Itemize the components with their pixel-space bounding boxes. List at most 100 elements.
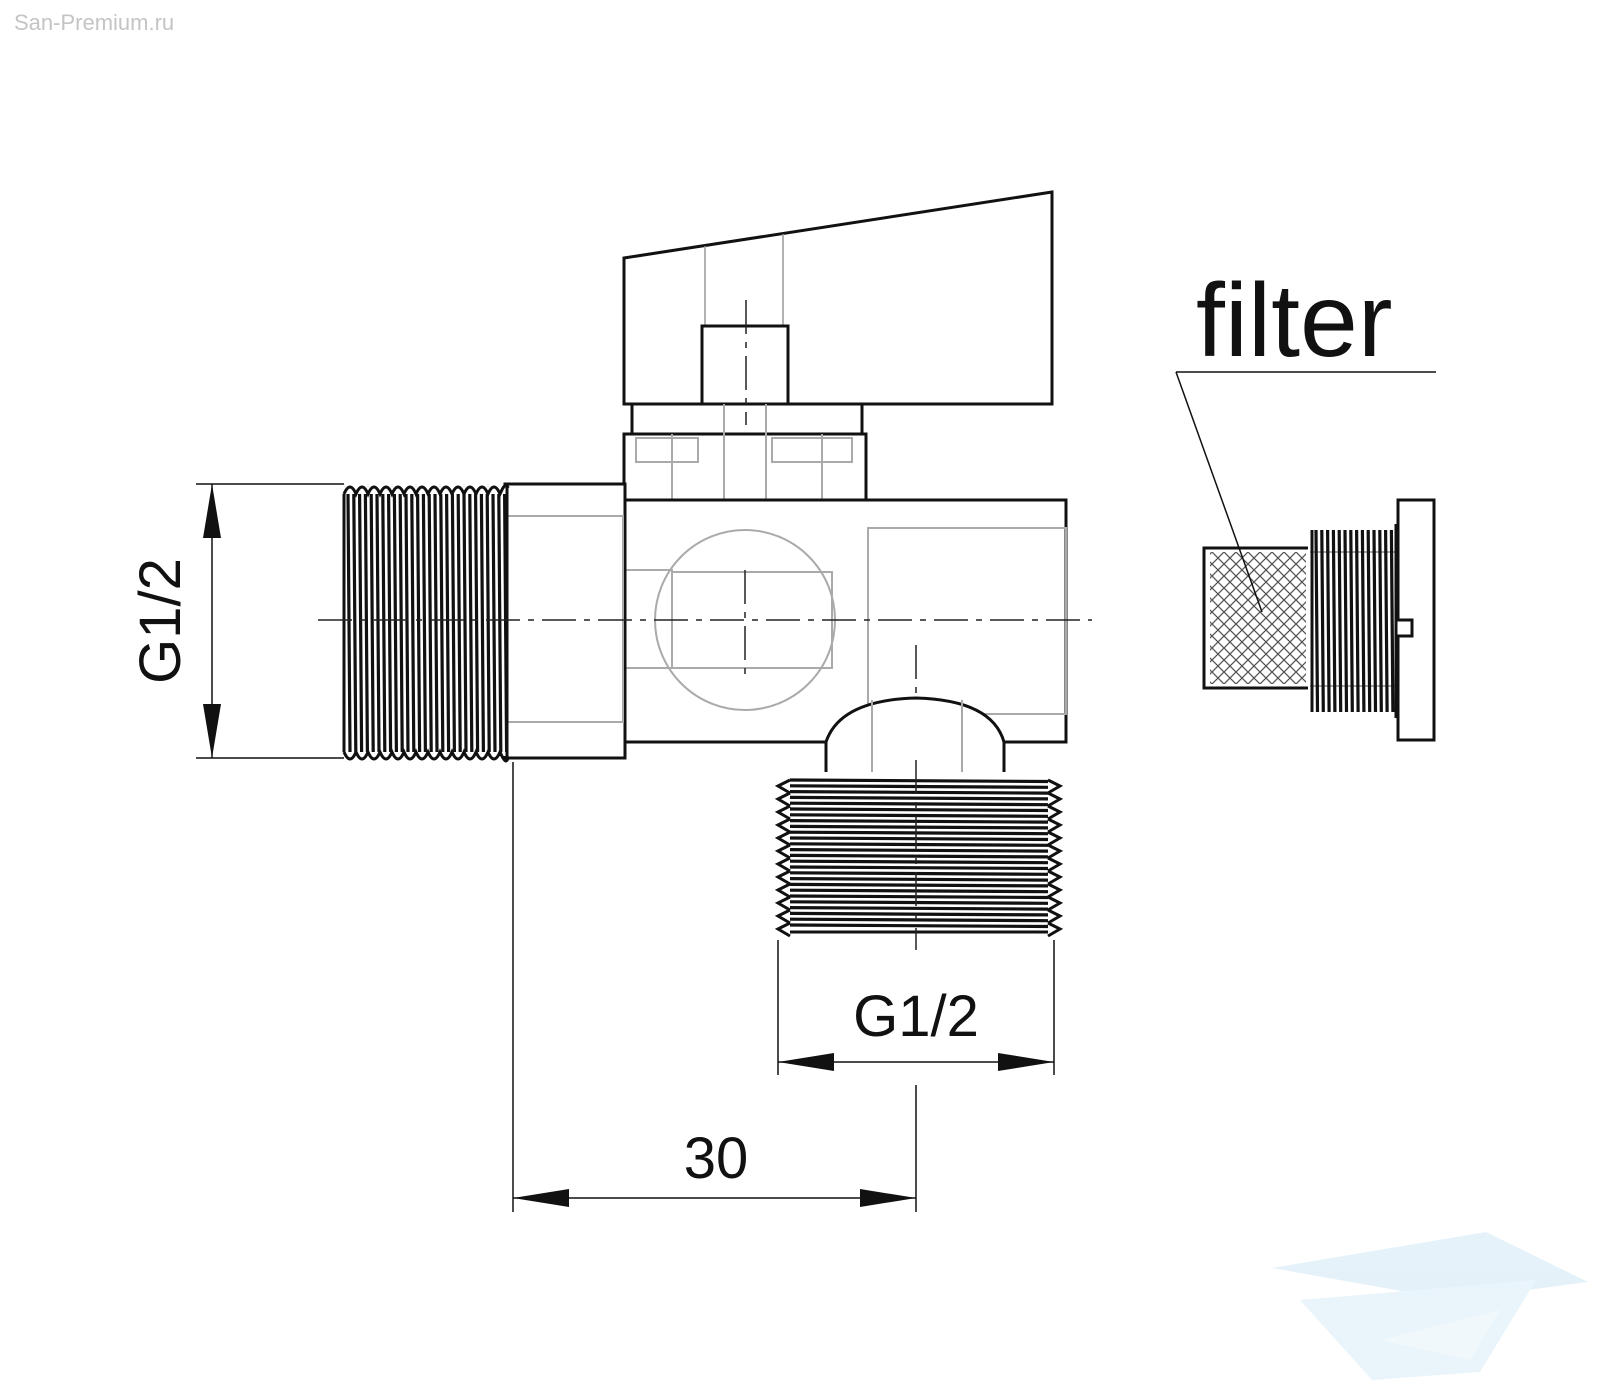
thread-line [789,900,1049,905]
thread-line [789,824,1049,830]
thread-line [1326,529,1331,713]
thread-line [789,917,1049,923]
thread-line [450,493,456,753]
thread-line [1355,529,1360,713]
thread-line [1349,529,1354,713]
thread-crest [774,856,791,873]
thread-line [789,894,1049,900]
thread-line [789,877,1049,882]
valve-handle [622,190,1054,540]
watermark-text: San-Premium.ru [14,10,175,35]
thread-line [1343,529,1349,713]
thread-line [789,859,1049,865]
thread-crest [1047,882,1064,899]
thread-line [789,853,1049,859]
thread-line [1331,529,1337,713]
thread-line [346,493,352,753]
thread-crest [774,921,791,938]
thread-line [789,807,1049,813]
thread-line [1360,529,1366,713]
thread-line [789,813,1049,818]
thread-line [352,493,358,753]
thread-line [375,493,381,753]
thread-line [789,784,1049,789]
thread-crest [1047,921,1064,938]
filter-callout: filter [1175,263,1436,613]
thread-line [491,493,497,753]
thread-crest [1047,908,1064,925]
inlet-connection [342,482,627,763]
thread-line [439,493,445,753]
thread-line [468,493,474,753]
thread-line [1372,529,1378,713]
thread-line [789,865,1049,871]
thread-crest [774,791,791,808]
thread-line [387,493,393,753]
thread-line [789,848,1049,853]
thread-line [358,493,364,753]
thread-crest [774,908,791,925]
thread-line [1384,529,1389,713]
thread-line [789,888,1049,894]
thread-crest [774,804,791,821]
thread-line [789,906,1049,911]
bathtub-logo-icon [1272,1232,1588,1380]
thread-crest [1047,856,1064,873]
thread-line [479,493,485,753]
thread-line [474,493,480,753]
thread-line [1366,529,1372,713]
thread-line [789,923,1049,929]
outlet-connection [774,645,1064,938]
thread-crest [774,817,791,834]
thread-line [789,795,1049,801]
thread-line [1378,529,1383,713]
dimension-offset: 30 [512,762,917,1212]
thread-line [497,493,503,753]
filter-insert [1202,498,1436,742]
thread-crest [774,778,791,795]
thread-line [1320,529,1325,713]
thread-crest [774,882,791,899]
thread-line [369,493,375,753]
valve-body [622,498,1068,744]
thread-line [456,493,462,753]
dimension-outlet-thread: G1/2 [777,940,1055,1075]
inlet-thread-label: G1/2 [128,558,193,684]
thread-line [789,830,1049,836]
thread-line [381,493,387,753]
thread-line [485,493,491,753]
thread-line [410,493,416,753]
thread-line [789,836,1049,842]
thread-line [789,871,1049,876]
thread-crest [1047,869,1064,886]
dimension-inlet-thread: G1/2 [128,483,344,759]
thread-line [1389,529,1395,713]
thread-line [789,819,1049,824]
thread-crest [774,895,791,912]
thread-line [445,493,451,753]
thread-line [789,882,1049,888]
thread-line [462,493,468,753]
thread-line [363,493,369,753]
offset-label: 30 [684,1126,749,1191]
thread-line [392,493,398,753]
filter-label: filter [1196,263,1392,379]
thread-line [789,778,1049,784]
thread-line [398,493,404,753]
thread-crest [1047,791,1064,808]
thread-line [789,911,1049,917]
thread-line [433,493,439,753]
thread-line [427,493,433,753]
thread-line [421,493,427,753]
thread-line [789,801,1049,807]
thread-crest [774,830,791,847]
outlet-thread-label: G1/2 [853,984,979,1049]
thread-crest [1047,778,1064,795]
thread-crest [1047,895,1064,912]
thread-line [789,842,1049,847]
thread-crest [1047,843,1064,860]
thread-line [1314,529,1320,713]
thread-line [416,493,422,753]
thread-crest [1047,817,1064,834]
